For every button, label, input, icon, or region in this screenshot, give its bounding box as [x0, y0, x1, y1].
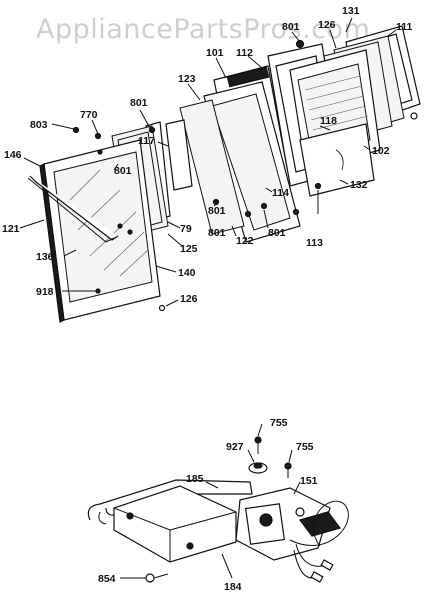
callout-801: 801	[208, 205, 226, 217]
screw-770	[94, 132, 102, 140]
callout-803: 803	[30, 119, 48, 131]
callout-112: 112	[236, 47, 253, 59]
screw-803	[72, 126, 80, 134]
callout-123: 123	[178, 73, 196, 85]
hinge-assembly: 755 927 755 185 151 854 184	[87, 417, 349, 593]
screw-755	[254, 436, 262, 444]
screws	[72, 126, 322, 312]
screw-801	[244, 210, 252, 218]
callout-122: 122	[236, 235, 254, 247]
callout-755: 755	[296, 441, 314, 453]
screw-801	[314, 182, 322, 190]
callout-117: 117	[138, 135, 155, 147]
callout-151: 151	[300, 475, 318, 487]
callout-801: 801	[208, 227, 226, 239]
screw-918	[95, 288, 101, 294]
callout-801: 801	[268, 227, 286, 239]
screw-801	[97, 149, 103, 155]
part-117-heat-shield	[165, 119, 193, 191]
callout-918: 918	[36, 286, 54, 298]
callout-146: 146	[4, 149, 22, 161]
callout-126: 126	[318, 19, 336, 31]
callout-184: 184	[224, 581, 242, 593]
callout-126: 126	[180, 293, 198, 305]
callout-114: 114	[272, 187, 289, 199]
callout-102: 102	[372, 145, 390, 157]
screw-126	[158, 304, 166, 312]
callout-927: 927	[226, 441, 244, 453]
callout-113: 113	[306, 237, 323, 249]
callout-770: 770	[80, 109, 98, 121]
callout-125: 125	[180, 243, 198, 255]
door-callouts: 803 770 801 123 101 112 801 131 111 126 …	[2, 5, 413, 305]
hinge-leader-lines	[120, 423, 301, 579]
callout-111: 111	[396, 21, 413, 33]
part-151-lock-motor	[235, 487, 342, 561]
hinge-callouts: 755 927 755 185 151 854 184	[98, 417, 318, 593]
callout-755: 755	[270, 417, 288, 429]
callout-854: 854	[98, 573, 116, 585]
screw-755	[284, 462, 292, 470]
part-184-hinge-body	[113, 485, 237, 563]
callout-132: 132	[350, 179, 368, 191]
screw-801	[212, 198, 220, 206]
leader-lines	[19, 17, 397, 307]
callout-801: 801	[114, 165, 132, 177]
screw-854	[145, 573, 169, 583]
door-assembly: 803 770 801 123 101 112 801 131 111 126 …	[2, 5, 421, 323]
part-146-handle	[27, 175, 119, 243]
watermark-text: AppliancePartsPros.com	[36, 14, 370, 45]
callout-185: 185	[186, 473, 204, 485]
part-927-grommet	[248, 462, 268, 474]
callout-136: 136	[36, 251, 54, 263]
wire-harness	[289, 500, 349, 583]
callout-101: 101	[206, 47, 224, 59]
callout-801: 801	[282, 21, 300, 33]
screw-801	[148, 126, 156, 134]
screws-755	[254, 436, 292, 478]
callout-131: 131	[342, 5, 360, 17]
screw-801	[260, 202, 268, 210]
callout-118: 118	[320, 115, 337, 127]
part-118-insulation-box	[289, 49, 381, 197]
callout-79: 79	[180, 223, 192, 235]
callout-801: 801	[130, 97, 148, 109]
callout-140: 140	[178, 267, 196, 279]
part-123-inner-glass	[179, 99, 245, 235]
callout-121: 121	[2, 223, 20, 235]
